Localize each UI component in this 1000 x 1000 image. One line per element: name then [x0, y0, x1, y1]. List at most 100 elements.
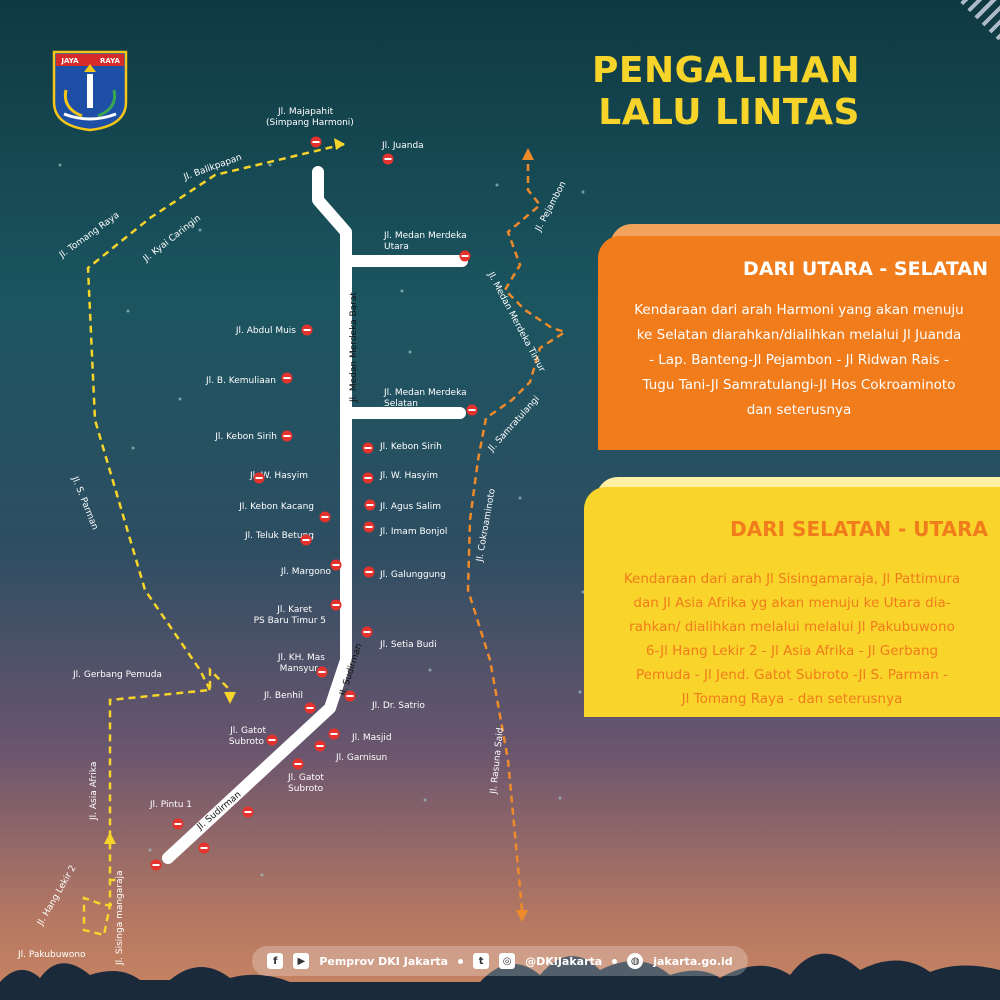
label-pakubuwono: Jl. Pakubuwono — [17, 950, 86, 960]
no-entry-icon — [300, 534, 312, 546]
closure-label: Jl. Abdul Muis — [235, 326, 296, 336]
closures-left: Jl. Abdul Muis Jl. B. Kemuliaan Jl. Kebo… — [149, 326, 332, 810]
panel-south-north: DARI SELATAN - UTARA Kendaraan dari arah… — [584, 487, 1000, 717]
panel-line: dan seterusnya — [746, 402, 852, 418]
label-hang-lekir: Jl. Hang Lekir 2 — [35, 864, 78, 929]
no-entry-icon — [253, 472, 265, 484]
no-entry-icon — [150, 859, 162, 871]
panel-north-south-text: Kendaraan dari arah Harmoni yang akan me… — [606, 298, 992, 423]
panel-line: Jl Tomang Raya - dan seterusnya — [681, 691, 903, 707]
label-balikpapan: Jl. Balikpapan — [182, 153, 244, 184]
panel-line: Tugu Tani-Jl Samratulangi-Jl Hos Cokroam… — [642, 377, 956, 393]
closure-label: Jl. Masjid — [351, 733, 392, 743]
label-asia-afrika: Jl. Asia Afrika — [89, 762, 99, 821]
label-sisingamangaraja: Jl. Sisinga mangaraja — [115, 870, 125, 966]
panel-south-north-text: Kendaraan dari arah Jl Sisingamaraja, Jl… — [592, 567, 992, 711]
closure-label: Jl. Pintu 1 — [149, 800, 192, 810]
youtube-icon[interactable]: ▶ — [293, 953, 310, 969]
no-entry-icon — [198, 842, 210, 854]
closure-label: Jl. Kebon Kacang — [238, 502, 314, 512]
closure-label: Jl. Kebon Sirih — [379, 442, 442, 452]
closure-label: Jl. W. Hasyim — [249, 471, 308, 481]
no-entry-icon — [330, 559, 342, 571]
no-entry-icon — [292, 758, 304, 770]
label-juanda: Jl. Juanda — [381, 141, 424, 151]
no-entry-icon — [363, 566, 375, 578]
no-entry-icon — [362, 442, 374, 454]
no-entry-icon — [266, 734, 278, 746]
no-entry-icon — [382, 153, 394, 165]
panel-line: dan Jl Asia Afrika yg akan menuju ke Uta… — [633, 595, 951, 611]
no-entry-icon — [328, 728, 340, 740]
separator-dot — [458, 958, 464, 964]
closure-label: Jl. W. Hasyim — [379, 471, 438, 481]
no-entry-icon — [364, 499, 376, 511]
footer-handle[interactable]: @DKIJakarta — [525, 954, 603, 968]
no-entry-icon — [459, 250, 471, 262]
panel-south-north-heading: DARI SELATAN - UTARA — [730, 517, 988, 541]
logo-text-left: JAYA — [60, 57, 79, 65]
closure-label: Jl. Agus Salim — [379, 502, 441, 512]
no-entry-icon — [330, 599, 342, 611]
closure-label: Jl. Kebon Sirih — [214, 432, 277, 442]
panel-north-south-heading: DARI UTARA - SELATAN — [743, 258, 988, 280]
footer-bar: f ▶ Pemprov DKI Jakarta t ◎ @DKIJakarta … — [252, 946, 748, 976]
label-s-parman: Jl. S. Parman — [69, 474, 100, 531]
label-pejambon: Jl. Pejambon — [533, 180, 568, 234]
no-entry-icon — [301, 324, 313, 336]
twitter-icon[interactable]: t — [473, 953, 490, 969]
label-merdeka-selatan-2: Selatan — [384, 399, 418, 409]
closure-label: Subroto — [229, 737, 265, 747]
panel-line: - Lap. Banteng-Jl Pejambon - Jl Ridwan R… — [649, 352, 949, 368]
closure-label: Jl. KH. Mas — [277, 653, 325, 663]
no-entry-icon — [314, 740, 326, 752]
closure-label: PS Baru Timur 5 — [254, 616, 326, 626]
label-tomang-raya: Jl. Tomang Raya — [57, 210, 121, 261]
footer-pemprov[interactable]: Pemprov DKI Jakarta — [319, 954, 449, 968]
closure-label: Jl. Margono — [280, 567, 332, 577]
title-line-1: PENGALIHAN — [592, 50, 860, 91]
no-entry-icon — [361, 626, 373, 638]
no-entry-icon — [310, 136, 322, 148]
logo-text-right: RAYA — [100, 57, 121, 65]
label-simpang-harmoni: (Simpang Harmoni) — [266, 118, 354, 128]
footer-website[interactable]: jakarta.go.id — [653, 954, 733, 968]
closure-label: Jl. Teluk Betung — [244, 531, 314, 541]
label-gerbang-pemuda: Jl. Gerbang Pemuda — [72, 670, 162, 680]
closure-label: Jl. Benhil — [263, 691, 303, 701]
label-rasuna-said: Jl. Rasuna Said — [489, 727, 506, 795]
no-entry-icon — [316, 666, 328, 678]
orange-arrow-south — [516, 910, 528, 922]
facebook-icon[interactable]: f — [267, 953, 284, 969]
label-samratulangi: Jl. Samratulangi — [486, 394, 542, 454]
closure-label: Jl. Karet — [276, 605, 312, 615]
panel-north-south: DARI UTARA - SELATAN Kendaraan dari arah… — [598, 236, 1000, 450]
no-entry-signs — [150, 136, 478, 871]
globe-icon[interactable]: ◍ — [627, 953, 644, 969]
instagram-icon[interactable]: ◎ — [499, 953, 516, 969]
no-entry-icon — [344, 690, 356, 702]
panel-line: Pemuda - Jl Jend. Gatot Subroto -Jl S. P… — [636, 667, 948, 683]
page-title: PENGALIHAN LALU LINTAS — [592, 50, 860, 134]
closure-label: Jl. Gatot — [229, 726, 266, 736]
label-merdeka-utara-1: Jl. Medan Merdeka — [383, 231, 467, 241]
closure-label: Jl. B. Kemuliaan — [205, 376, 276, 386]
road-label-sudirman-2: Jl. Sudirman — [195, 790, 244, 833]
separator-dot — [612, 958, 618, 964]
closure-label: Jl. Setia Budi — [379, 640, 437, 650]
no-entry-icon — [281, 430, 293, 442]
no-entry-icon — [466, 404, 478, 416]
label-medan-merdeka-timur: Jl. Medan Merdeka Timur — [485, 270, 547, 374]
no-entry-icon — [304, 702, 316, 714]
panel-line: Kendaraan dari arah Harmoni yang akan me… — [634, 302, 964, 318]
closure-label: Mansyur — [280, 664, 319, 674]
closure-label: Jl. Gatot — [287, 773, 324, 783]
closure-label: Jl. Dr. Satrio — [371, 701, 425, 711]
closure-label: Jl. Imam Bonjol — [379, 527, 447, 537]
panel-line: rahkan/ dialihkan melalui melalui Jl Pak… — [629, 619, 955, 635]
road-label-merdeka-barat: Jl. Medan Merdeka Barat — [349, 292, 359, 403]
stars — [58, 163, 585, 877]
no-entry-icon — [319, 511, 331, 523]
